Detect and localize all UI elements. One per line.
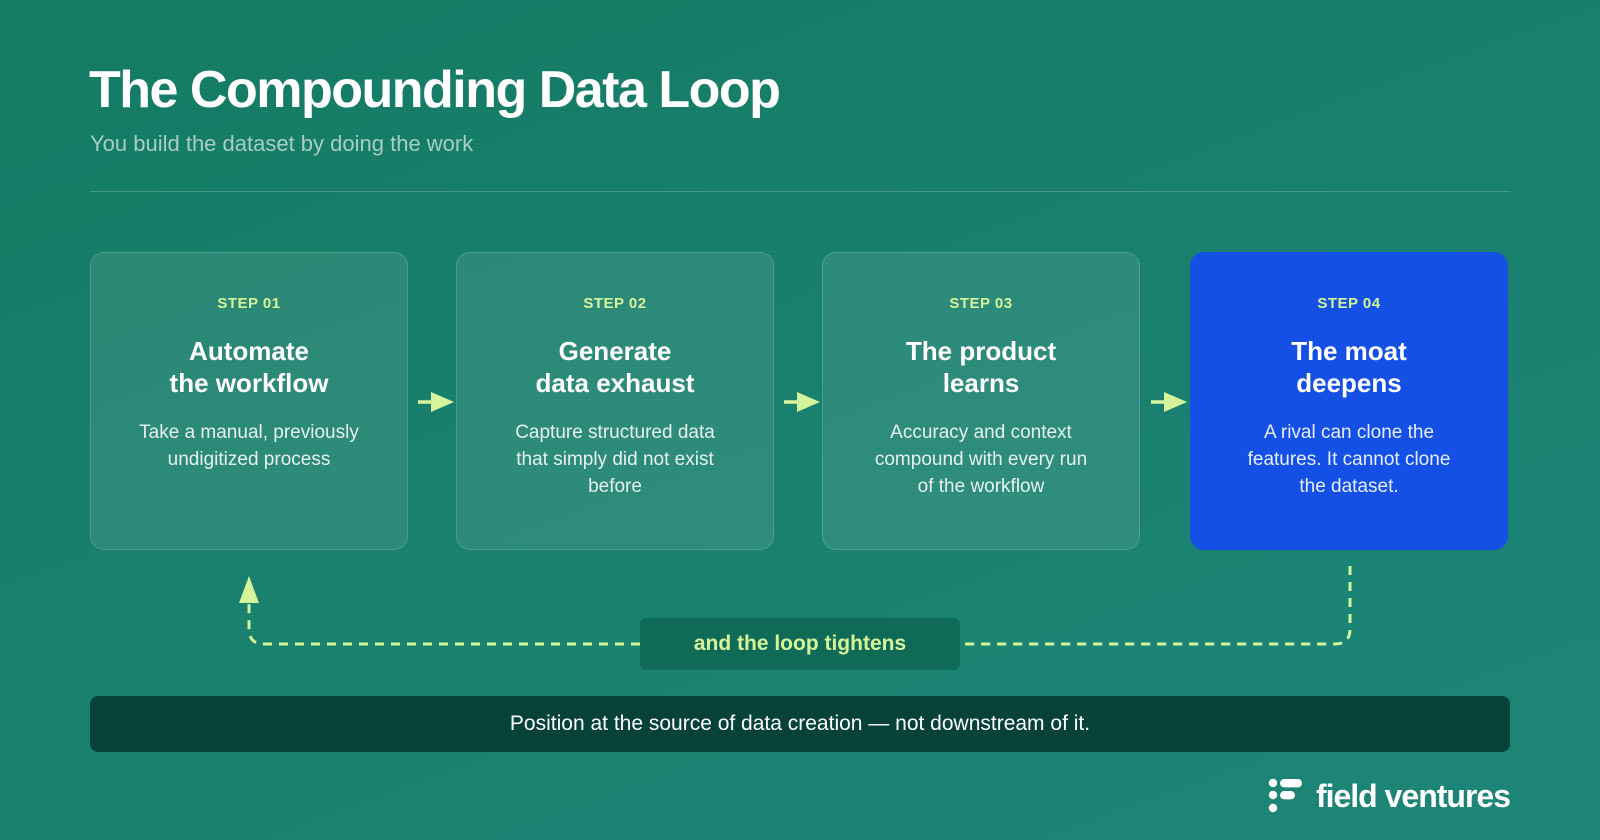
step-label: STEP 01 xyxy=(217,295,281,312)
loop-label-pill: and the loop tightens xyxy=(640,618,960,670)
arrow-right-icon xyxy=(1151,392,1187,412)
step-description: Accuracy and context compound with every… xyxy=(874,422,1088,497)
step-title: Automate the workflow xyxy=(169,336,329,398)
step-description: Capture structured data that simply did … xyxy=(515,422,715,497)
step-card-4: STEP 04 The moat deepens A rival can clo… xyxy=(1190,252,1508,550)
step-card-1: STEP 01 Automate the workflow Take a man… xyxy=(90,252,408,550)
arrow-up-icon xyxy=(239,576,259,603)
brand-logo: field ventures xyxy=(1268,774,1511,818)
step-title: The moat deepens xyxy=(1291,336,1407,398)
step-card-3: STEP 03 The product learns Accuracy and … xyxy=(822,252,1140,550)
positioning-statement-bar: Position at the source of data creation … xyxy=(90,696,1510,752)
step-label: STEP 03 xyxy=(949,295,1013,312)
step-title: The product learns xyxy=(905,336,1057,398)
step-card-2: STEP 02 Generate data exhaust Capture st… xyxy=(456,252,774,550)
page-subtitle: You build the dataset by doing the work xyxy=(90,131,474,156)
step-title: Generate data exhaust xyxy=(535,336,695,398)
step-description: Take a manual, previously undigitized pr… xyxy=(139,422,359,470)
arrow-right-icon xyxy=(418,392,454,412)
brand-name: field ventures xyxy=(1315,777,1511,814)
arrow-right-icon xyxy=(784,392,820,412)
step-description: A rival can clone the features. It canno… xyxy=(1247,422,1451,497)
step-label: STEP 04 xyxy=(1317,295,1381,312)
step-label: STEP 02 xyxy=(583,295,647,312)
header-divider xyxy=(90,191,1510,192)
field-ventures-logo-icon xyxy=(1268,778,1302,813)
page-title: The Compounding Data Loop xyxy=(89,61,781,119)
